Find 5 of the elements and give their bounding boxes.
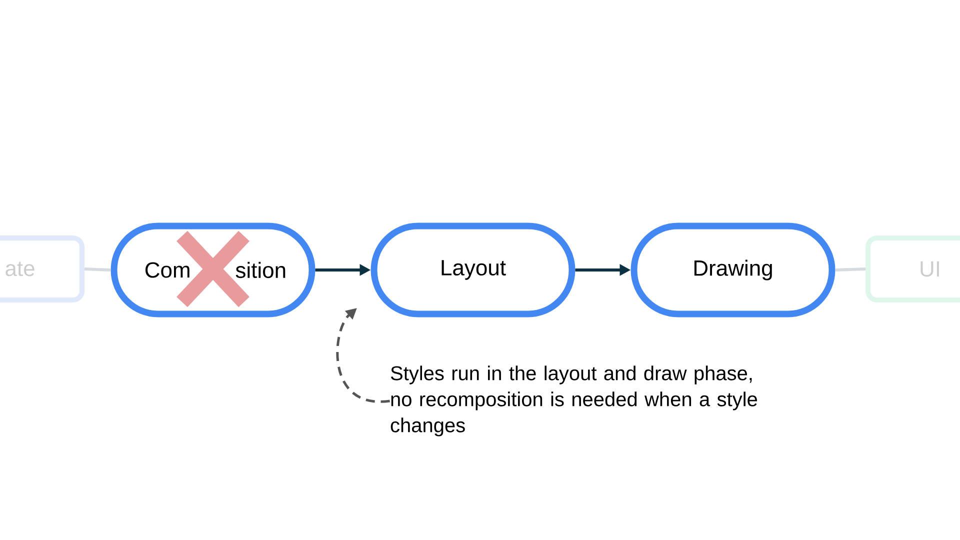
process-pill: Drawing [630, 222, 836, 318]
connector-line [84, 267, 111, 272]
note-text: Styles run in the layout and draw phase, no recomposition is needed when a style changes [390, 366, 757, 436]
process-pill: Layout [370, 222, 576, 318]
connector-line [835, 267, 866, 272]
